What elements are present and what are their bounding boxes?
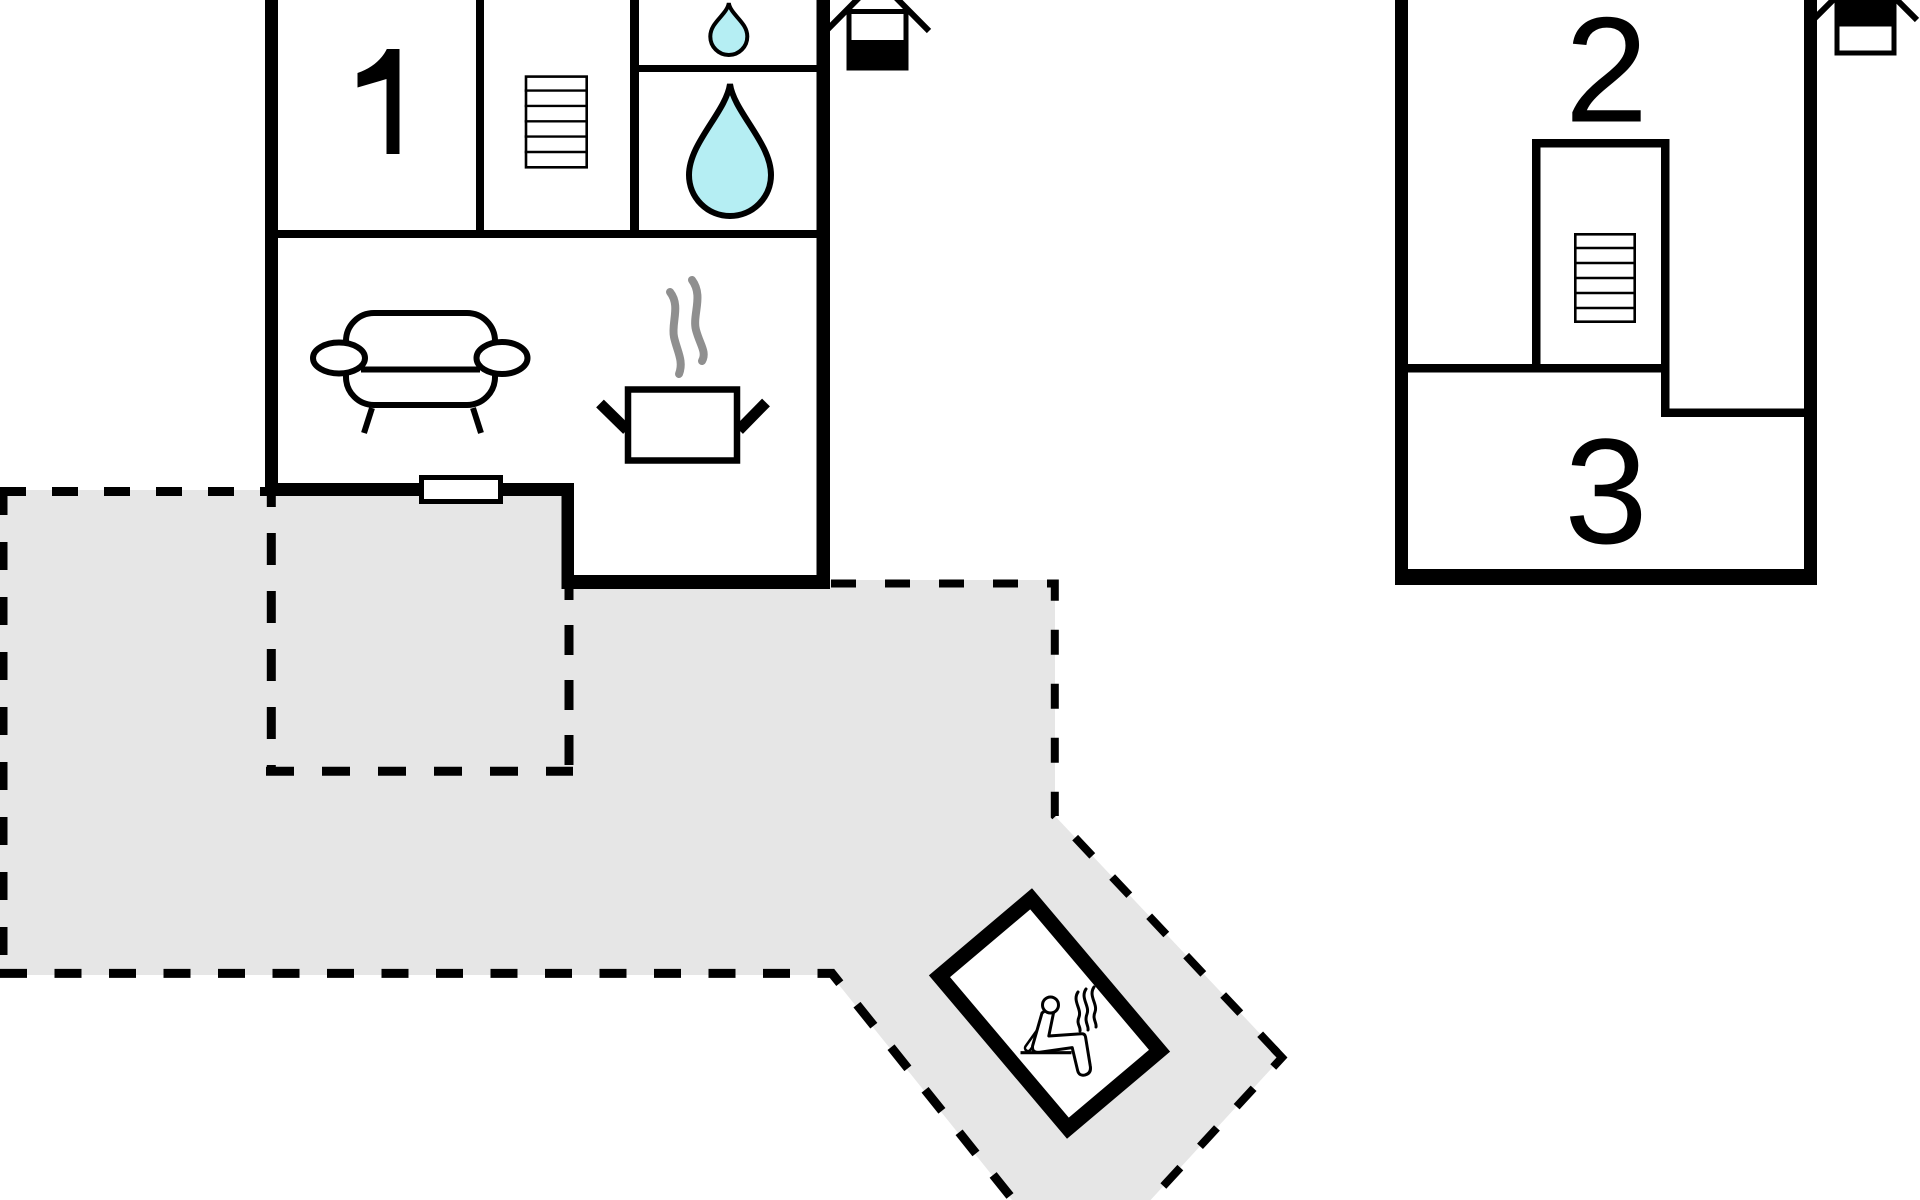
svg-text:3: 3 [1564,407,1647,575]
svg-text:2: 2 [1565,0,1648,154]
